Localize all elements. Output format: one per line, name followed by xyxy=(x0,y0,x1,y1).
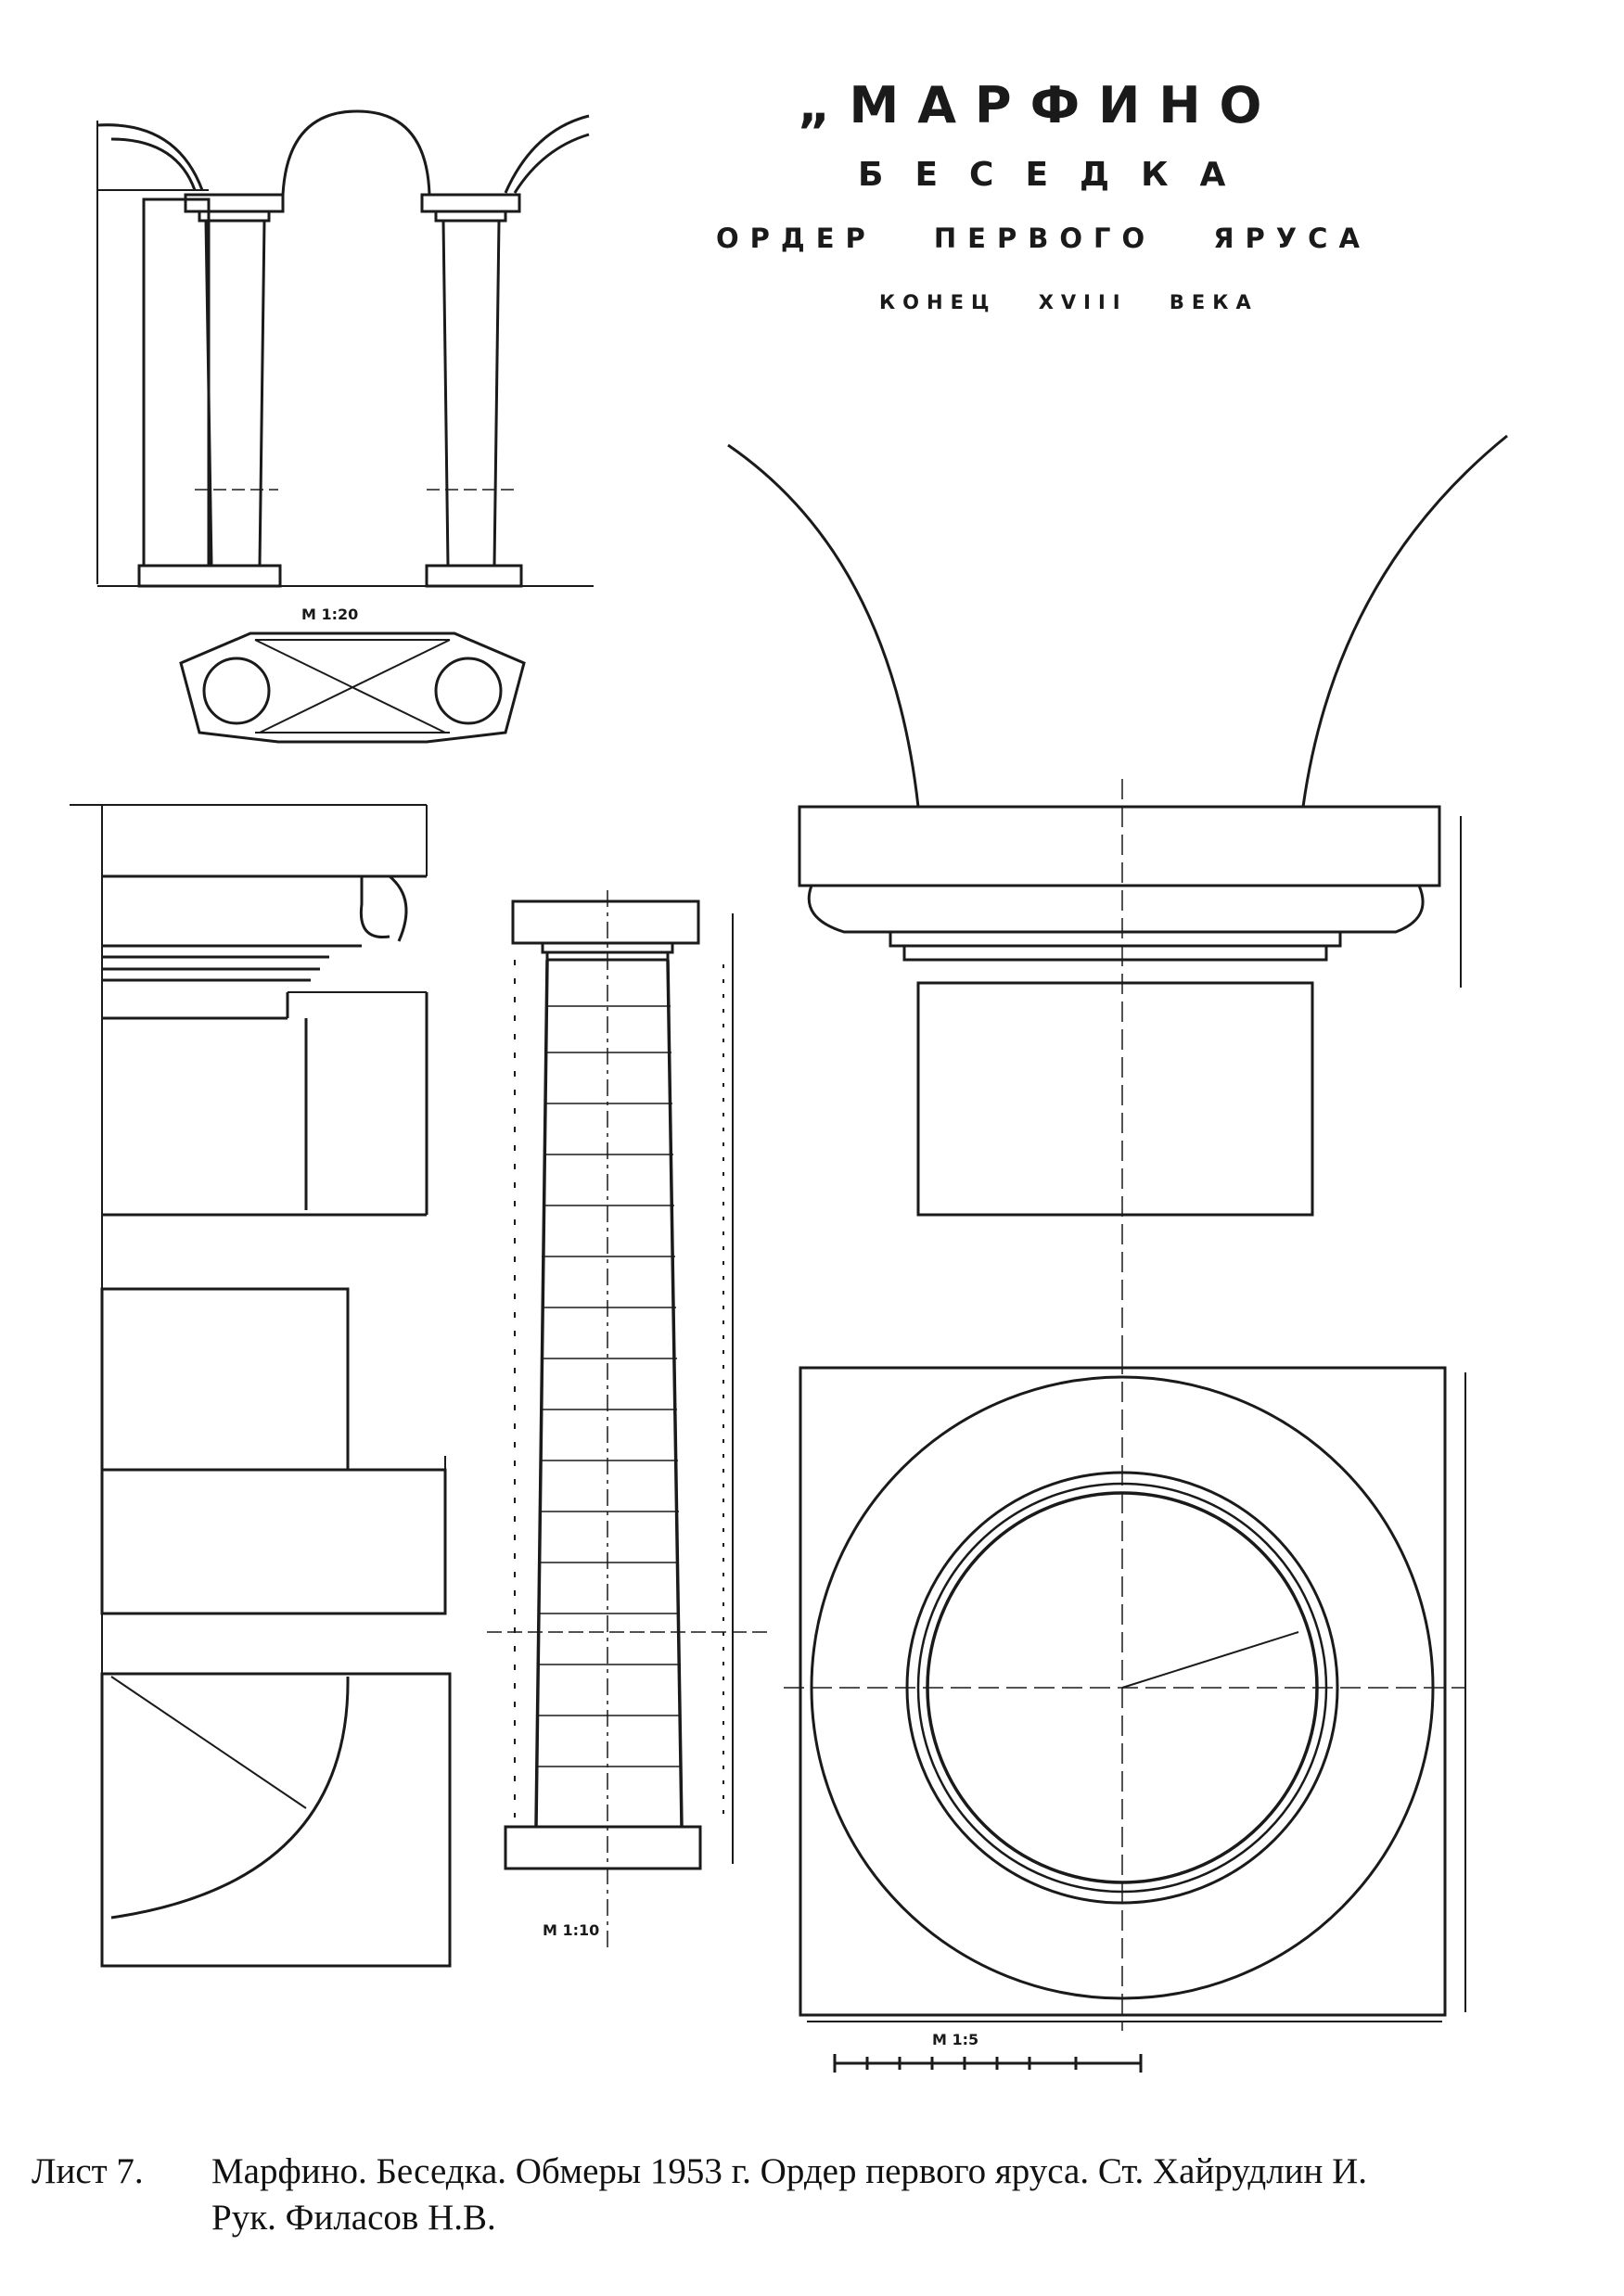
title-besedka: БЕСЕДКА xyxy=(858,156,1258,194)
capital-plan xyxy=(784,1354,1466,2031)
arcade-elevation xyxy=(96,109,594,588)
scale-label-column: М 1:10 xyxy=(543,1921,599,1939)
caption-line-1: Марфино. Беседка. Обмеры 1953 г. Ордер п… xyxy=(211,2151,1368,2191)
title-marfino: „МАРФИНО xyxy=(798,76,1281,134)
caption-line-2: Рук. Филасов Н.В. xyxy=(211,2198,496,2238)
scale-bar xyxy=(833,2054,1143,2073)
capital-detail xyxy=(727,434,1508,1354)
column-elevation xyxy=(487,890,770,1947)
title-order: ОРДЕР ПЕРВОГО ЯРУСА xyxy=(716,223,1371,254)
scale-label-arcade: М 1:20 xyxy=(301,606,358,623)
title-date: КОНЕЦ XVIII ВЕКА xyxy=(879,291,1259,313)
caption-sheet-number: Лист 7. xyxy=(32,2151,144,2191)
cornice-profile xyxy=(70,804,428,1966)
scale-label-capital: М 1:5 xyxy=(932,2031,978,2048)
arcade-plan xyxy=(179,631,526,744)
base-profile xyxy=(100,1287,452,1968)
